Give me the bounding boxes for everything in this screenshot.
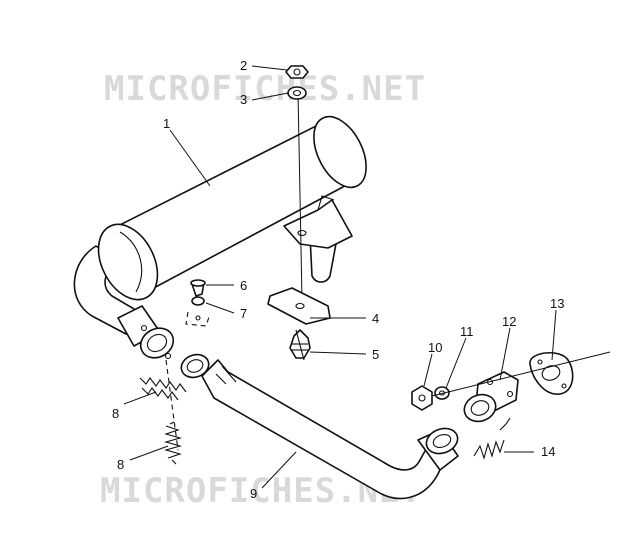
svg-text:13: 13 xyxy=(550,296,564,311)
spring-right-part xyxy=(473,417,511,460)
mount-plate-part xyxy=(267,287,331,325)
callout-6: 6 xyxy=(206,278,247,293)
svg-text:11: 11 xyxy=(460,324,474,339)
spring-left-part xyxy=(139,377,187,401)
callout-13: 12 xyxy=(499,314,516,381)
svg-text:4: 4 xyxy=(372,311,379,326)
svg-text:2: 2 xyxy=(240,58,247,73)
callout-5: 5 xyxy=(309,347,379,362)
spring-axis-line xyxy=(165,359,179,451)
svg-text:3: 3 xyxy=(240,92,247,107)
callout-9: 8 xyxy=(117,445,169,472)
callout-3: 3 xyxy=(240,92,289,107)
washer-part xyxy=(287,86,307,100)
callout-10: 9 xyxy=(250,451,297,501)
exhaust-pipe-part xyxy=(180,353,459,500)
callout-7: 7 xyxy=(205,302,247,321)
callout-8-left: 8 xyxy=(112,391,157,421)
svg-text:9: 9 xyxy=(250,486,257,501)
callout-8-right: 14 xyxy=(504,444,555,459)
svg-text:5: 5 xyxy=(372,347,379,362)
svg-text:8: 8 xyxy=(117,457,124,472)
callout-11: 10 xyxy=(423,340,442,387)
gasket-part xyxy=(529,352,574,395)
svg-text:1: 1 xyxy=(163,116,170,131)
watermark-top: MICROFICHES.NET xyxy=(104,69,426,109)
svg-text:10: 10 xyxy=(428,340,442,355)
flange-washer-part xyxy=(434,386,450,400)
exhaust-flange-part xyxy=(463,371,519,423)
svg-text:6: 6 xyxy=(240,278,247,293)
spring-part-9 xyxy=(163,421,183,465)
svg-text:12: 12 xyxy=(502,314,516,329)
flange-axis-line xyxy=(431,351,611,397)
cap-screw-part xyxy=(190,279,206,297)
flange-nut-part xyxy=(411,385,433,411)
callout-2: 2 xyxy=(240,58,288,73)
callout-12: 11 xyxy=(445,324,474,389)
callout-1: 1 xyxy=(163,116,211,187)
callout-14: 13 xyxy=(550,296,564,361)
lock-washer-part xyxy=(185,296,211,327)
muffler-part xyxy=(73,115,367,360)
callout-4: 4 xyxy=(310,311,379,326)
nut-part xyxy=(285,65,309,79)
svg-text:8: 8 xyxy=(112,406,119,421)
mounting-axis-line xyxy=(297,91,303,301)
svg-text:7: 7 xyxy=(240,306,247,321)
mount-stud-part xyxy=(289,329,311,361)
svg-text:14: 14 xyxy=(541,444,555,459)
